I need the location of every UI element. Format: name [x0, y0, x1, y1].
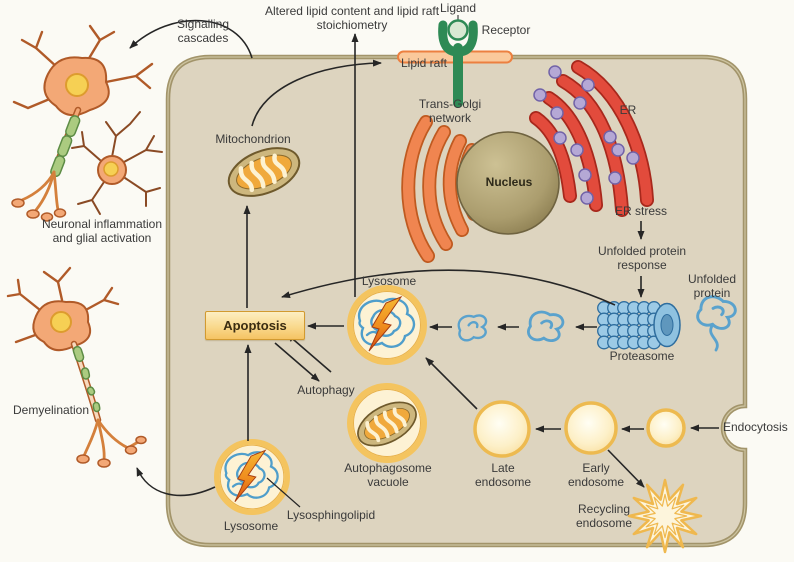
neuronal-inflammation-label: Neuronal inflammation and glial activati…	[41, 217, 163, 245]
autophagosome-icon	[347, 383, 427, 463]
lipid-raft-label: Lipid raft	[400, 56, 448, 71]
lysosphingolipid-label: Lysosphingolipid	[286, 508, 376, 523]
signalling-cascades-label: Signalling cascades	[176, 17, 230, 45]
early-endosome-label: Early endosome	[567, 461, 625, 489]
er-icon	[529, 60, 654, 217]
unfolded-protein-response-label: Unfolded protein response	[597, 244, 687, 272]
lysosome-upper-label: Lysosome	[361, 274, 417, 289]
ribosome-dots	[533, 65, 640, 205]
receptor-icon	[438, 20, 478, 108]
recycling-endosome-label: Recycling endosome	[575, 502, 633, 530]
late-endosome-label: Late endosome	[474, 461, 532, 489]
ligand-icon	[447, 15, 469, 41]
autophagy-label: Autophagy	[297, 383, 355, 398]
ligand-label: Ligand	[439, 1, 477, 16]
neuron-icon	[11, 24, 154, 222]
pathway-arrows	[129, 19, 719, 508]
er-label: ER	[619, 103, 637, 118]
endocytic-vesicle-icon	[646, 408, 686, 448]
er-stress-label: ER stress	[614, 204, 668, 219]
endocytosis-label: Endocytosis	[723, 420, 788, 435]
demyelination-label: Demyelination	[12, 403, 90, 418]
lysosome-icon	[217, 442, 287, 512]
nucleus-label: Nucleus	[485, 175, 533, 190]
lysosome-icon	[350, 288, 424, 362]
early-endosome-icon	[564, 401, 618, 455]
glial-cell-icon	[71, 111, 163, 215]
trans-golgi-label: Trans-Golgi network	[418, 97, 482, 125]
receptor-label: Receptor	[481, 23, 531, 38]
lysosome-lower-label: Lysosome	[223, 519, 279, 534]
proteasome-icon	[597, 301, 681, 350]
mitochondrion-label: Mitochondrion	[215, 132, 291, 147]
late-endosome-icon	[473, 400, 531, 458]
recycling-endosome-icon	[627, 478, 703, 554]
unfolded-protein-icon	[692, 290, 740, 352]
proteasome-label: Proteasome	[609, 349, 675, 364]
unfolded-protein-label: Unfolded protein	[687, 272, 737, 300]
apoptosis-box: Apoptosis	[205, 311, 305, 340]
autophagosome-vacuole-label: Autophagosome vacuole	[344, 461, 432, 489]
demyelinated-neuron-icon	[6, 266, 147, 468]
nucleus-icon	[456, 131, 560, 235]
altered-lipid-label: Altered lipid content and lipid raft sto…	[264, 4, 440, 32]
